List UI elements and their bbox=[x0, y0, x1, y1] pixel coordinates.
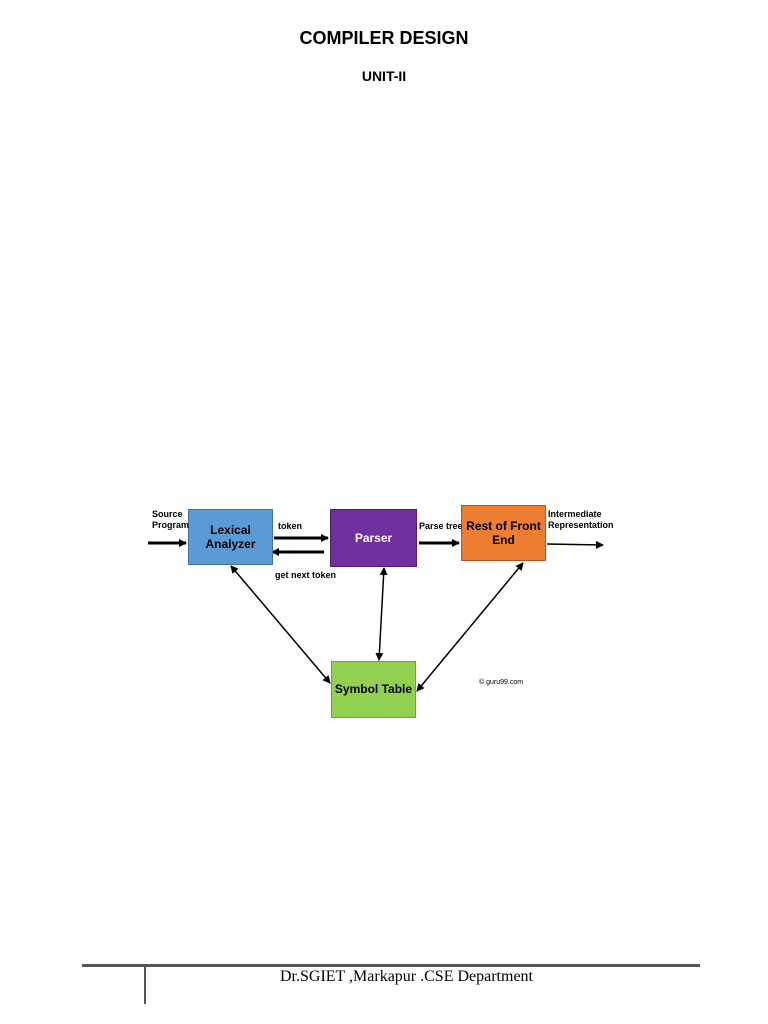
document-title: COMPILER DESIGN bbox=[299, 28, 469, 48]
lexical-analyzer-box: Lexical Analyzer bbox=[188, 509, 273, 565]
symbol-table-label: Symbol Table bbox=[334, 682, 413, 697]
symbol-table-box: Symbol Table bbox=[331, 661, 416, 718]
lexical-analyzer-label: Lexical Analyzer bbox=[205, 522, 256, 551]
footer-text: Dr.SGIET ,Markapur .CSE Department bbox=[280, 968, 533, 985]
arrow-intermediate bbox=[546, 540, 604, 549]
arrow-lexical-symbol bbox=[230, 565, 331, 684]
copyright-credit: © guru99.com bbox=[479, 679, 524, 686]
parser-label: Parser bbox=[354, 530, 393, 545]
source-program-label: Source Program bbox=[152, 509, 190, 531]
intermediate-representation-label: Intermediate Representation bbox=[548, 509, 614, 531]
parse-tree-label: Parse tree bbox=[419, 521, 463, 531]
arrow-rest-symbol bbox=[416, 562, 524, 692]
get-next-token-label: get next token bbox=[275, 570, 337, 580]
document-unit: UNIT-II bbox=[361, 68, 407, 84]
token-label: token bbox=[278, 521, 303, 531]
parser-box: Parser bbox=[330, 509, 417, 567]
rest-of-front-end-label: Rest of Front End bbox=[466, 518, 541, 547]
footer-divider bbox=[144, 964, 146, 1004]
footer-rule bbox=[82, 964, 700, 967]
arrow-parser-symbol bbox=[375, 567, 388, 661]
rest-of-front-end-box: Rest of Front End bbox=[461, 505, 546, 561]
